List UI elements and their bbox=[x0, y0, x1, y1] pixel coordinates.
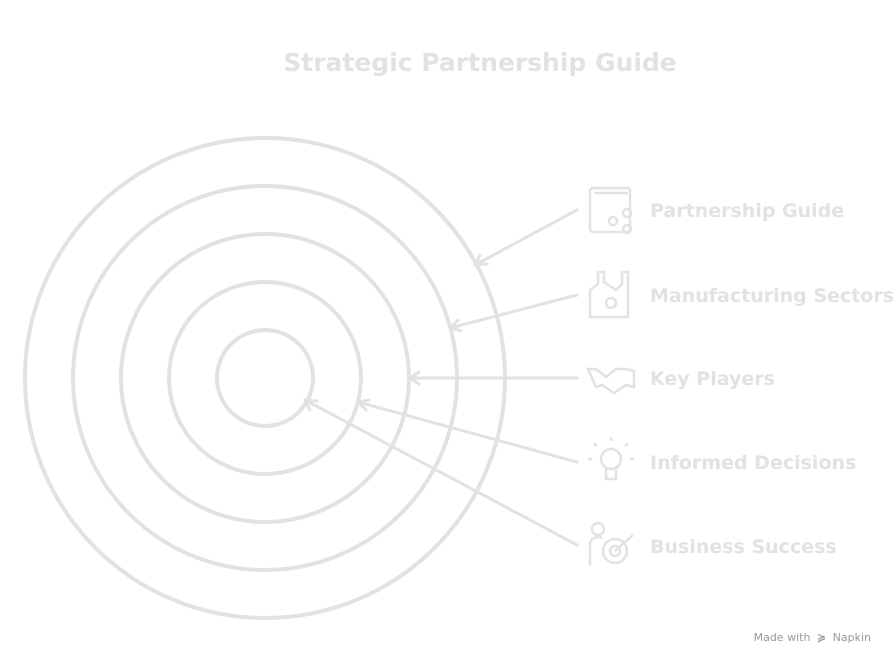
factory-icon bbox=[588, 270, 630, 319]
diagram-title: Strategic Partnership Guide bbox=[283, 48, 677, 77]
watermark-prefix: Made with bbox=[753, 631, 811, 644]
layer-label-informed-decisions: Informed Decisions bbox=[650, 452, 857, 474]
napkin-logo-icon: ≽ bbox=[816, 631, 827, 644]
ring-5 bbox=[215, 328, 315, 428]
arrow-4 bbox=[356, 398, 579, 464]
layer-label-manufacturing-sectors: Manufacturing Sectors bbox=[650, 285, 895, 307]
lightbulb-icon bbox=[588, 437, 634, 481]
ring-2 bbox=[71, 184, 459, 572]
arrow-5 bbox=[303, 398, 579, 547]
ring-4 bbox=[167, 280, 363, 476]
watermark[interactable]: Made with ≽ Napkin bbox=[754, 631, 871, 644]
arrow-1 bbox=[473, 208, 579, 267]
arrow-2 bbox=[448, 293, 579, 333]
layer-label-business-success: Business Success bbox=[650, 536, 837, 558]
ring-3 bbox=[119, 232, 411, 524]
arrow-3 bbox=[408, 370, 579, 386]
book-share-icon bbox=[588, 186, 633, 235]
layer-label-key-players: Key Players bbox=[650, 368, 775, 390]
watermark-brand: Napkin bbox=[832, 631, 871, 644]
person-target-icon bbox=[588, 521, 634, 566]
handshake-icon bbox=[586, 367, 636, 395]
layer-label-partnership-guide: Partnership Guide bbox=[650, 200, 845, 222]
